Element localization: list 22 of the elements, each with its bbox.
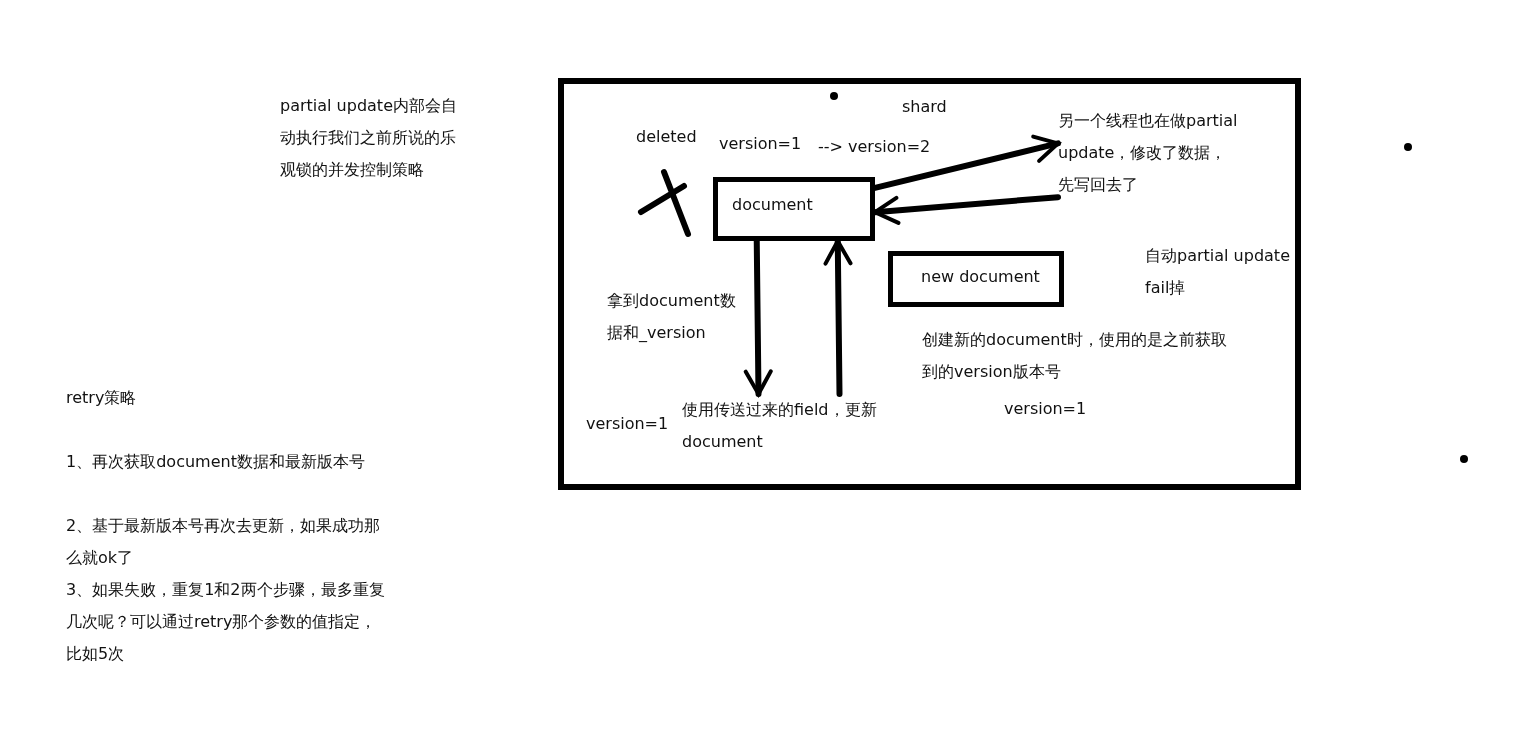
note-text: 自动partial update fail掉	[1145, 245, 1291, 299]
note-text: version=1	[1004, 398, 1087, 420]
arrow	[872, 134, 1061, 191]
note-text: 使用传送过来的field，更新document	[682, 394, 907, 460]
edge-label: 拿到document数据和_version	[607, 290, 737, 344]
note-text: 另一个线程也在做partial update，修改了数据，先写回去了	[1058, 105, 1238, 233]
note-text: partial update内部会自动执行我们之前所说的乐观锁的并发控制策略	[280, 95, 458, 181]
note-text: --> version=2	[818, 136, 931, 158]
note-text: 3、如果失败，重复1和2两个步骤，最多重复几次呢？可以通过retry那个参数的值指定，比如5次	[66, 579, 386, 665]
document-box: new document	[888, 251, 1064, 307]
note-text: version=1	[719, 133, 802, 155]
arrow	[743, 238, 773, 397]
container-box	[558, 78, 1301, 490]
note-text: deleted	[636, 126, 697, 148]
note-text: 1、再次获取document数据和最新版本号	[66, 451, 366, 473]
arrow	[823, 238, 853, 397]
note-text: version=1	[586, 413, 669, 435]
arrow	[872, 194, 1061, 225]
document-box: document	[713, 177, 875, 241]
box-title: shard	[902, 96, 947, 118]
note-text: 2、基于最新版本号再次去更新，如果成功那么就ok了	[66, 515, 382, 569]
heading-text: retry策略	[66, 387, 138, 409]
